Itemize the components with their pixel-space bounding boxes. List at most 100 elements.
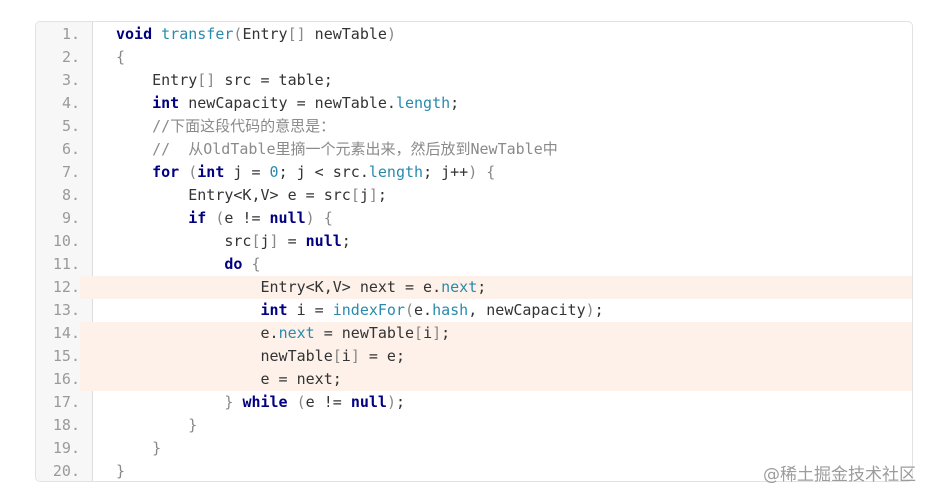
line-number: 17. [36,391,80,414]
code-token: for [152,163,180,181]
code-token: null [305,232,342,250]
code-token: length [395,94,451,112]
code-token: e. [116,324,279,342]
code-token: ] [269,232,279,250]
code-token: next [278,324,315,342]
code-token: { [323,209,333,227]
code-token: j = [224,163,270,181]
code-token [179,163,188,181]
code-token [477,163,486,181]
line-number: 9. [36,207,80,230]
code-token: [ [350,186,360,204]
code-token: = newTable [314,324,415,342]
code-token: i = [287,301,333,319]
code-line: 4. int newCapacity = newTable.length; [36,92,912,115]
code-token [116,301,261,319]
code-token: hash [432,301,469,319]
code-token [116,439,152,457]
code-line: 8. Entry<K,V> e = src[j]; [36,184,912,207]
code-token: while [242,393,288,411]
code-text: { [116,46,125,69]
code-token: ; [450,94,460,112]
code-token: } [152,439,162,457]
code-text: Entry[] src = table; [116,69,333,92]
code-token: null [350,393,387,411]
code-token: //下面这段代码的意思是： [116,117,336,135]
code-text: // 从OldTable里摘一个元素出来，然后放到NewTable中 [116,138,558,161]
code-text: void transfer(Entry[] newTable) [116,23,396,46]
code-token: // 从OldTable里摘一个元素出来，然后放到NewTable中 [116,140,558,158]
code-line: 19. } [36,437,912,460]
line-number: 5. [36,115,80,138]
code-token: indexFor [332,301,405,319]
code-line: 15. newTable[i] = e; [36,345,912,368]
code-token: ) [468,163,478,181]
code-token [288,393,297,411]
line-number: 16. [36,368,80,391]
code-token: e != [305,393,351,411]
code-token: newTable [116,347,333,365]
code-text: } [116,460,126,481]
line-number: 8. [36,184,80,207]
code-token: ( [296,393,306,411]
code-token: ( [233,25,243,43]
code-token: } [116,462,126,480]
code-token: int [152,94,180,112]
code-line: 13. int i = indexFor(e.hash, newCapacity… [36,299,912,322]
code-token: j [260,232,270,250]
code-token: Entry [242,25,288,43]
code-token [206,209,215,227]
code-token: i [423,324,433,342]
code-token: Entry [116,71,198,89]
code-text: e = next; [116,368,341,391]
code-text: Entry<K,V> next = e.next; [116,276,486,299]
line-number: 20. [36,460,80,481]
code-token [116,209,188,227]
code-token: null [269,209,306,227]
code-token [116,255,224,273]
code-token: transfer [161,25,234,43]
code-token: ) [585,301,595,319]
code-line: 12. Entry<K,V> next = e.next; [36,276,912,299]
code-line: 11. do { [36,253,912,276]
line-number: 1. [36,23,80,46]
code-token: int [260,301,288,319]
code-token: = e; [359,347,405,365]
line-number: 19. [36,437,80,460]
code-token: if [188,209,207,227]
code-line: 9. if (e != null) { [36,207,912,230]
line-number: 10. [36,230,80,253]
code-token: ) [386,393,396,411]
code-token: ; [377,186,387,204]
code-token [116,416,188,434]
code-token: do [224,255,243,273]
code-line: 18. } [36,414,912,437]
code-token: newCapacity = newTable. [179,94,396,112]
code-token: [ [414,324,424,342]
code-token: , newCapacity [468,301,586,319]
code-text: if (e != null) { [116,207,333,230]
code-text: int i = indexFor(e.hash, newCapacity); [116,299,604,322]
code-token: { [486,163,496,181]
code-token [116,393,224,411]
code-line: 7. for (int j = 0; j < src.length; j++) … [36,161,912,184]
code-token: [ [251,232,261,250]
code-line: 20.} [36,460,912,481]
code-token: ( [215,209,225,227]
line-number: 7. [36,161,80,184]
code-token: [] [197,71,216,89]
code-text: //下面这段代码的意思是： [116,115,335,138]
code-token: ) [386,25,396,43]
code-token [116,163,152,181]
line-number: 12. [36,276,80,299]
code-token: [ [332,347,342,365]
code-line: 16. e = next; [36,368,912,391]
code-token: ( [188,163,198,181]
code-text: do { [116,253,260,276]
code-text: } [116,437,161,460]
code-token: src [116,232,252,250]
code-token: e != [224,209,270,227]
code-line: 6. // 从OldTable里摘一个元素出来，然后放到NewTable中 [36,138,912,161]
code-token: } [224,393,234,411]
code-line: 14. e.next = newTable[i]; [36,322,912,345]
